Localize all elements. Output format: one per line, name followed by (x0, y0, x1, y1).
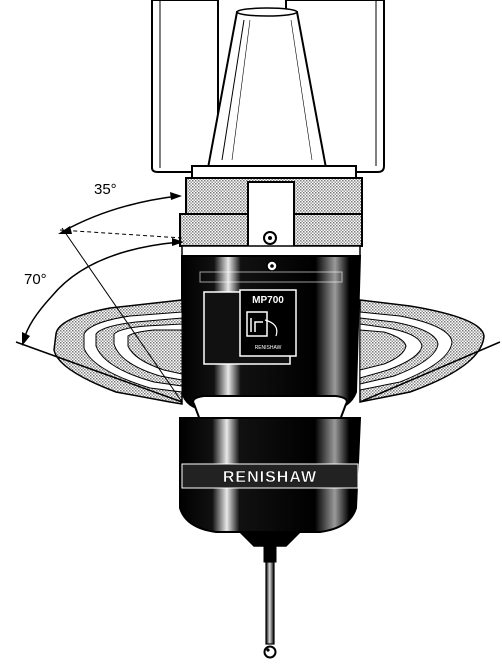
tool-holder-flange (179, 165, 363, 257)
angle-annotation-70: 70° (22, 227, 184, 403)
stylus-ball (263, 645, 277, 659)
angle-annotation-35: 35° (58, 181, 183, 239)
brand-band-text: RENISHAW (223, 469, 317, 486)
brand-band (181, 463, 359, 489)
model-label: MP700 (252, 295, 284, 306)
angle-label-35: 35° (94, 181, 117, 198)
taper-shank (206, 7, 328, 169)
probe-body: MP700 RENISHAW (181, 255, 362, 411)
badge-small-text: RENISHAW (255, 345, 282, 351)
stylus (263, 545, 277, 659)
transmission-cone (15, 299, 501, 405)
model-badge (239, 289, 297, 357)
renishaw-logo-icon (246, 311, 268, 337)
probe-head: RENISHAW (179, 395, 362, 547)
angle-label-70: 70° (24, 271, 47, 288)
